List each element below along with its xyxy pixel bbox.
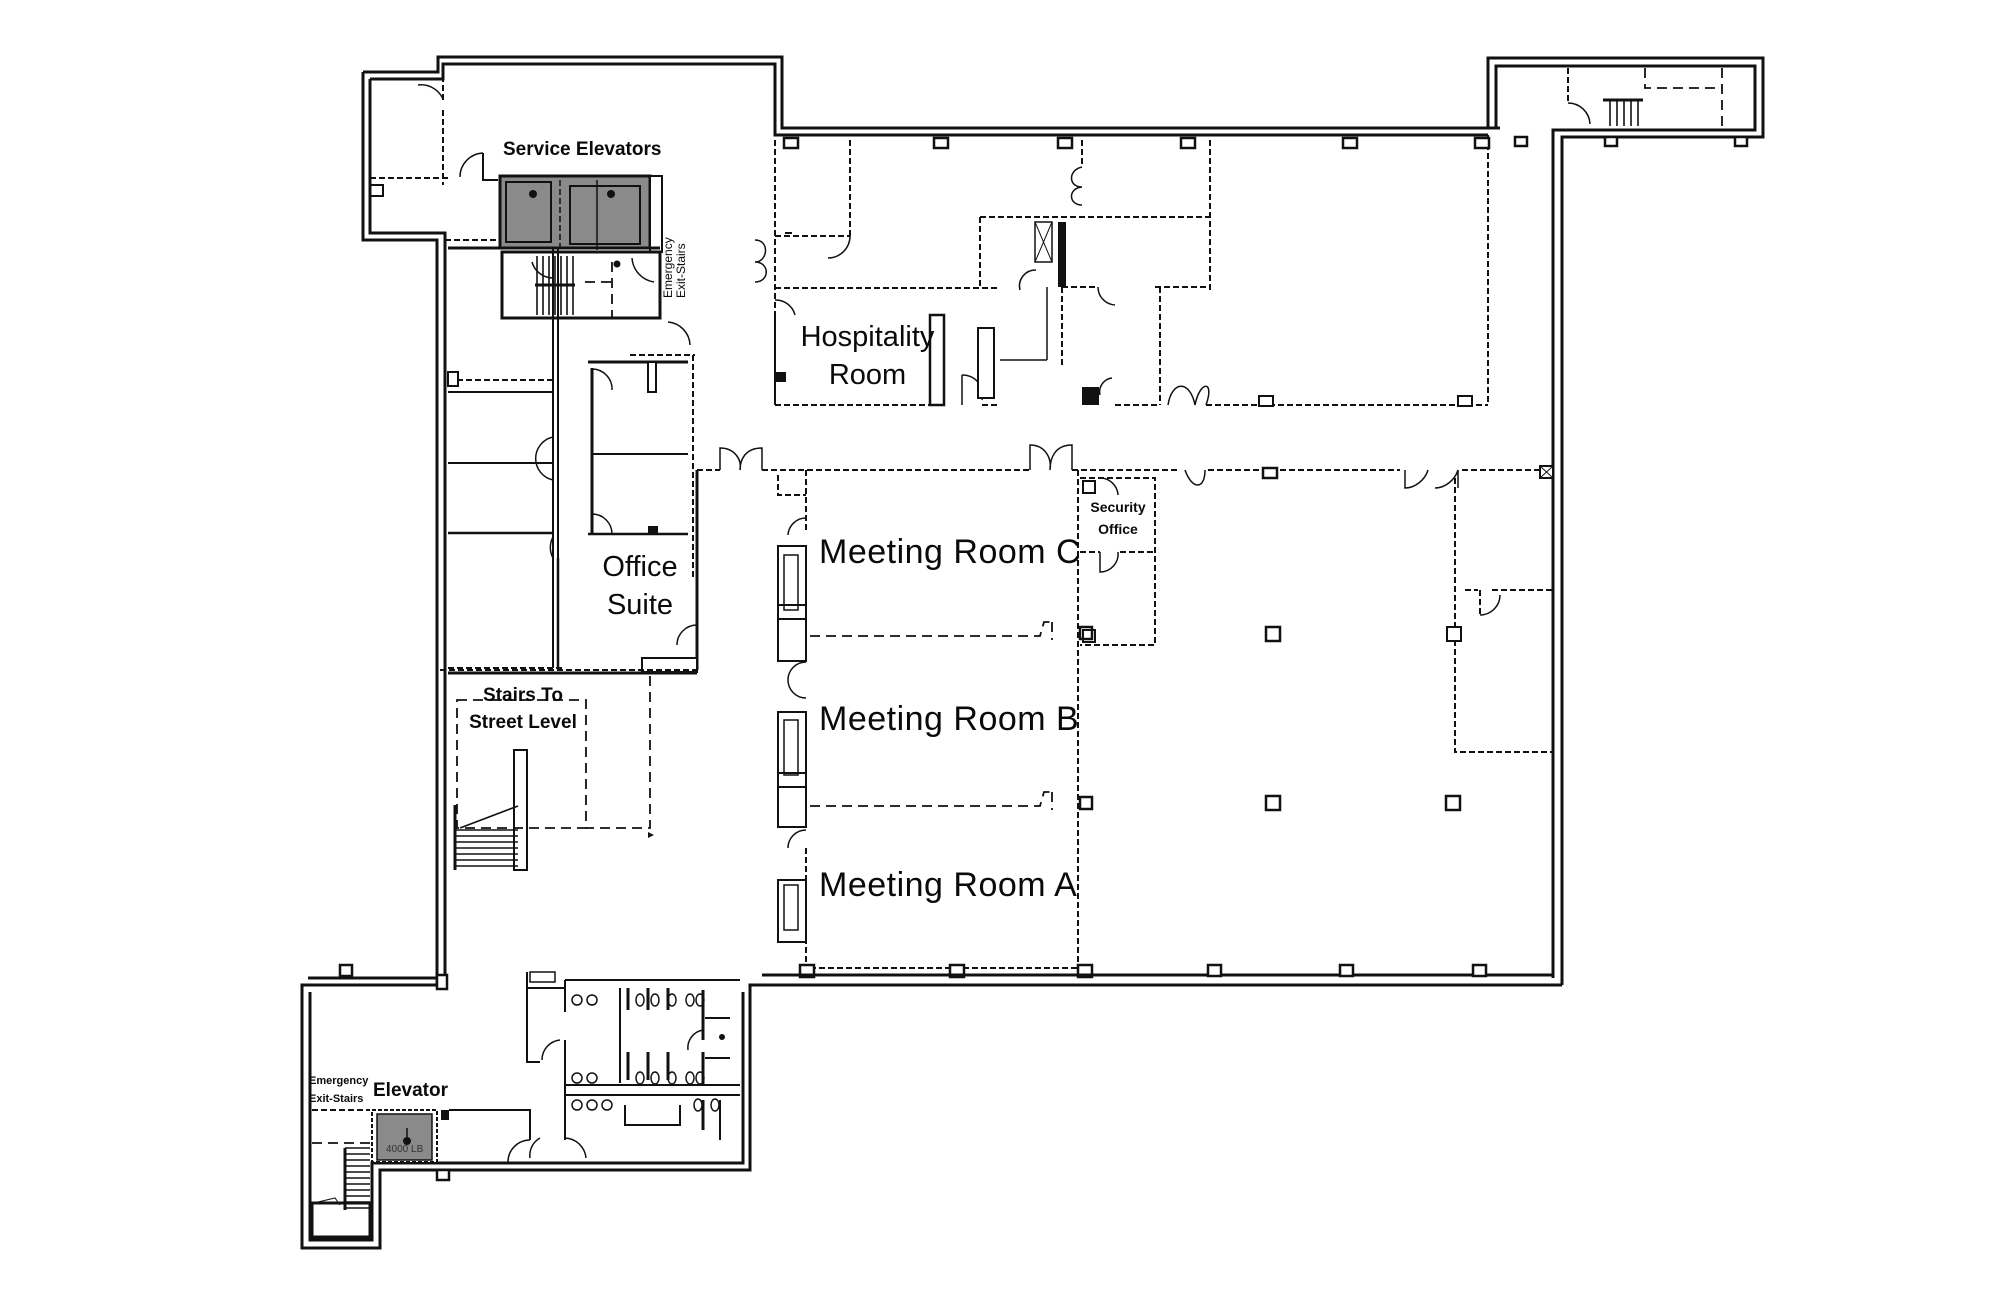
exit-stairs-south-line2: Exit-Stairs: [309, 1093, 364, 1105]
office-suite-line1: Office: [602, 551, 678, 583]
meeting-room-b-label: Meeting Room B: [819, 700, 1080, 738]
corridor-south-wall: [695, 444, 1554, 580]
north-emergency-stairs: [500, 250, 691, 346]
stairs-to-street-level-label: Stairs To Street Level: [458, 682, 588, 736]
southwest-annex-walls: [300, 963, 762, 1250]
south-wall: [762, 963, 1562, 987]
emergency-south-line1: Emergency: [309, 1075, 369, 1087]
security-office-label: Security Office: [1082, 496, 1154, 540]
office-suite-line2: Suite: [606, 589, 674, 621]
north-center-walls: [754, 135, 1489, 407]
stairs-to-street-level: [453, 676, 654, 871]
security-office-walls: [1080, 477, 1156, 646]
restrooms: [526, 971, 740, 1159]
northwest-block-walls: [361, 55, 1500, 985]
security-office-line1: Security: [1090, 499, 1146, 515]
office-suite-label: Office Suite: [595, 548, 685, 624]
south-elevator: [371, 1109, 531, 1163]
east-interior-walls: [1264, 478, 1553, 812]
security-office-line2: Office: [1098, 521, 1138, 537]
hospitality-room-label: Hospitality Room: [795, 318, 940, 394]
elevator-label: Elevator: [373, 1080, 448, 1101]
service-elevators-label: Service Elevators: [503, 139, 662, 160]
hospitality-room-line2: Room: [828, 359, 907, 391]
emergency-exit-stairs-north-label: Emergency Exit-Stairs: [661, 237, 688, 298]
exit-stairs-label-line2: Exit-Stairs: [674, 243, 688, 298]
structural-columns-north: [782, 136, 1491, 150]
meeting-room-a-label: Meeting Room A: [819, 866, 1078, 904]
street-level-line2: Street Level: [469, 712, 577, 733]
service-elevator-shaft: [498, 174, 663, 253]
south-emergency-stairs: [310, 1109, 372, 1239]
elevator-capacity-label: 4000 LB: [386, 1144, 424, 1155]
hospitality-room-line1: Hospitality: [800, 321, 935, 353]
office-suite-walls: [440, 246, 700, 675]
emergency-exit-stairs-south-label: Emergency Exit-Stairs: [309, 1072, 368, 1108]
stairs-to-line1: Stairs To: [483, 685, 563, 706]
northeast-stair-tower: [1486, 56, 1765, 985]
meeting-room-c-label: Meeting Room C: [819, 533, 1082, 571]
